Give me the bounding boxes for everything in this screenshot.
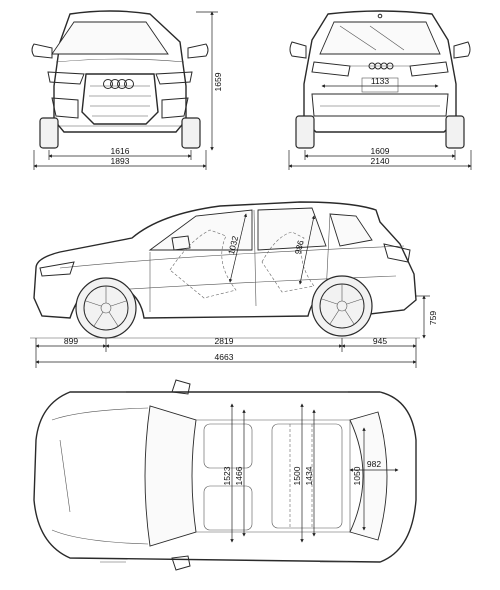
front-height-label: 1659 [213, 72, 223, 91]
front-shoulder-width-label: 1523 [222, 466, 232, 485]
front-view: 1659 1616 1893 [31, 10, 223, 170]
rear-shoulder-width-label: 1500 [292, 466, 302, 485]
front-track-label: 1616 [111, 146, 130, 156]
front-headroom-label: 1032 [226, 235, 240, 256]
rear-elbow-width-label: 1434 [304, 466, 314, 485]
rear-headroom-label: 986 [293, 239, 306, 255]
side-view: 1032 986 759 899 2819 945 4663 [30, 201, 438, 368]
front-width-label: 1893 [111, 156, 130, 166]
rear-width-label: 2140 [371, 156, 390, 166]
front-overhang-label: 899 [64, 336, 78, 346]
wheelbase-label: 2819 [215, 336, 234, 346]
load-sill-height-label: 759 [428, 311, 438, 325]
rear-track-label: 1609 [371, 146, 390, 156]
rear-view: 1133 1609 2140 [288, 10, 472, 170]
rear-inner-width-label: 1133 [371, 76, 390, 86]
load-floor-width-label: 1050 [352, 466, 362, 485]
rear-overhang-label: 945 [373, 336, 387, 346]
front-elbow-width-label: 1466 [234, 466, 244, 485]
overall-length-label: 4663 [215, 352, 234, 362]
load-floor-length-label: 982 [367, 459, 381, 469]
top-view: 1523 1466 1500 1434 982 1050 [33, 379, 417, 571]
